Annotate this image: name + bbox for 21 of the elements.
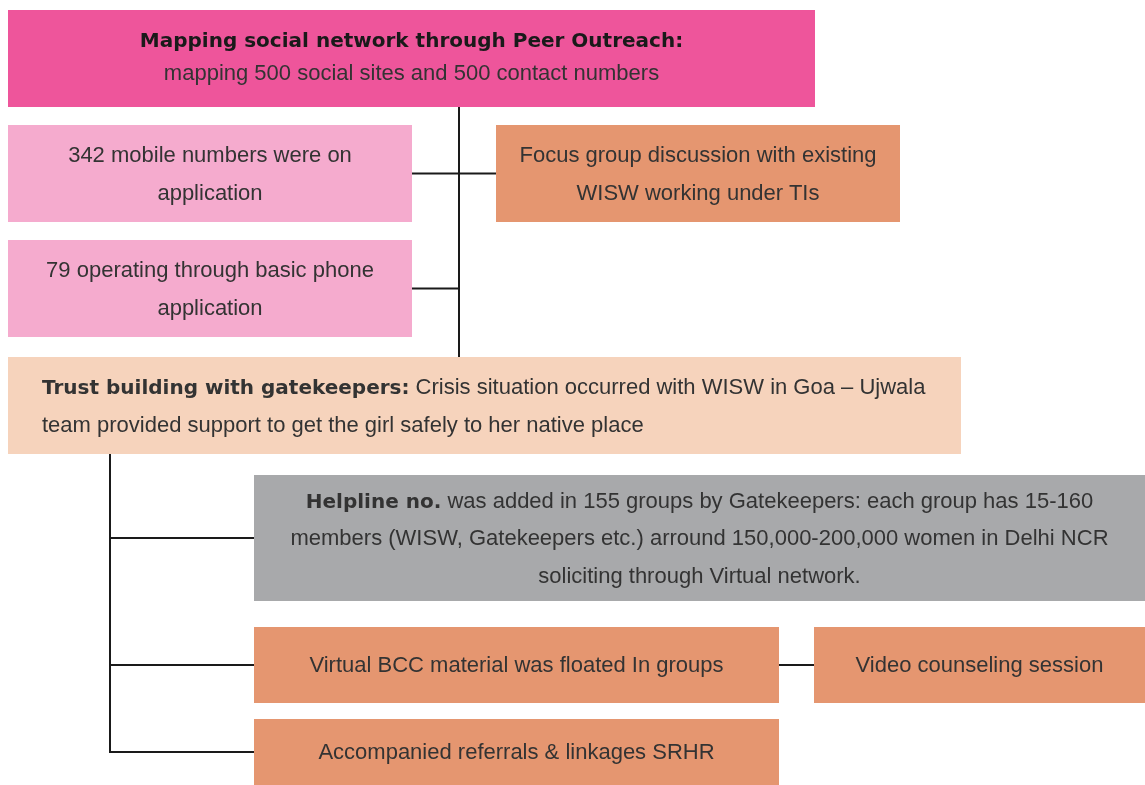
info-box	[8, 240, 412, 337]
helpline-box	[254, 475, 1145, 601]
box-text: 79 operating through basic phone application	[45, 256, 375, 322]
connector-line	[458, 106, 460, 358]
box-text: Focus group discussion with existing WISW working under TIs	[518, 141, 878, 207]
box-text: Video counseling session	[855, 651, 1104, 680]
header-box	[8, 10, 815, 107]
box-text: Virtual BCC material was floated In groups	[309, 651, 724, 680]
box-text: Trust building with gatekeepers: Crisis situation occurred with WISW in Goa – Ujwala team provided support to get the girl safely to her native place	[41, 373, 927, 439]
box-text: Helpline no. was added in 155 groups by Gatekeepers: each group has 15-160 members (WISW, Gatekeepers etc.) arround 150,000-200,000 women in Delhi NCR soliciting through Virtual network.	[289, 486, 1110, 590]
box-heading: Mapping social network through Peer Outreach:	[139, 26, 684, 54]
box-text: mapping 500 social sites and 500 contact numbers	[163, 58, 660, 87]
discussion-box	[496, 125, 900, 222]
box-text: 342 mobile numbers were on application	[67, 141, 353, 207]
box-text: Accompanied referrals & linkages SRHR	[318, 738, 715, 767]
info-box	[8, 125, 412, 222]
activity-box	[814, 627, 1145, 703]
summary-box	[8, 357, 961, 454]
connector-line	[778, 664, 815, 666]
activity-box	[254, 719, 779, 785]
activity-box	[254, 627, 779, 703]
